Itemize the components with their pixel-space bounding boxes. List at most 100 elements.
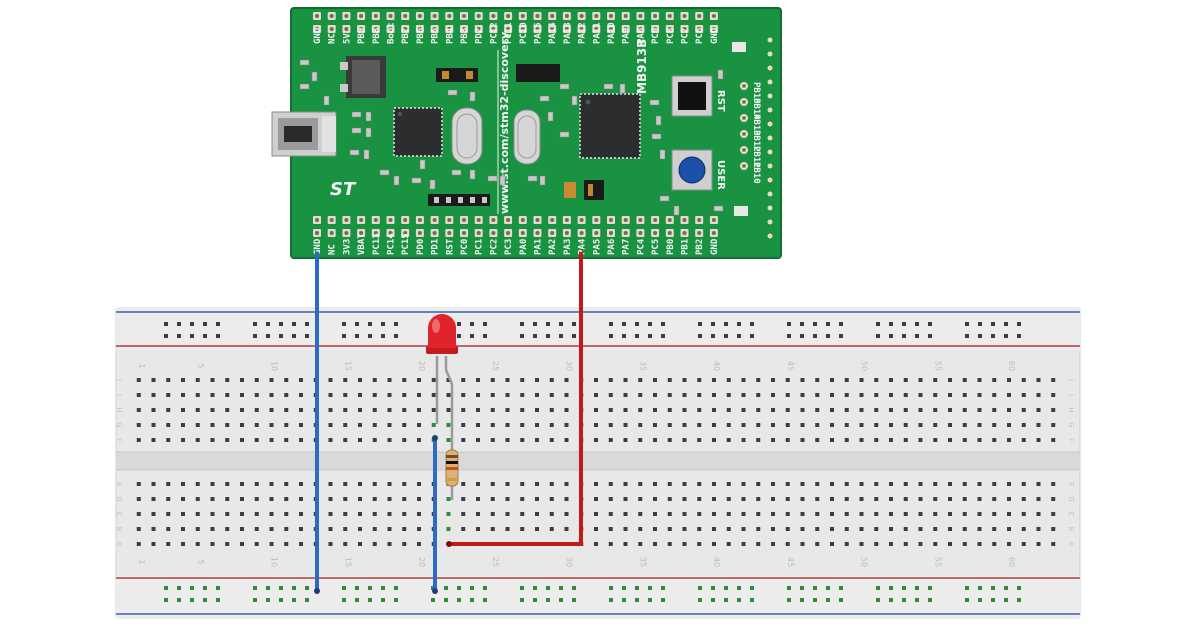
top-pin-label: PC8 xyxy=(666,28,676,44)
bottom-pin-label: GND xyxy=(710,238,720,255)
signal-wire xyxy=(449,252,583,546)
bottom-pin-label: PB2 xyxy=(695,239,705,255)
column-number: 30 xyxy=(565,361,574,371)
bottom-pin-label: PC4 xyxy=(636,238,646,255)
column-number: 20 xyxy=(417,361,426,371)
bottom-pin-label: PC0 xyxy=(460,239,470,255)
bottom-pin-label: PA0 xyxy=(519,239,529,255)
right-pin-label: PB10 xyxy=(751,162,761,184)
row-letter: D xyxy=(115,496,123,501)
board-led-top xyxy=(732,42,746,52)
reset-button[interactable] xyxy=(671,75,713,117)
row-letter: I xyxy=(1067,394,1075,396)
row-letter: F xyxy=(1067,438,1075,442)
top-pin-label: PA9 xyxy=(622,28,632,44)
bottom-pin-label: PD0 xyxy=(416,239,426,255)
top-pin-label: PC6 xyxy=(695,28,705,44)
top-pin-label: PA14 xyxy=(548,22,558,44)
right-pin-label: PB13 xyxy=(751,114,761,136)
bottom-pin-label: RST xyxy=(445,238,455,255)
top-pin-label: PA15 xyxy=(534,22,544,44)
row-letter: H xyxy=(1067,407,1075,412)
column-number: 60 xyxy=(1007,361,1016,371)
voltage-regulator xyxy=(340,56,386,98)
column-number: 60 xyxy=(1007,557,1016,567)
top-power-rail xyxy=(116,308,1080,350)
column-number: 30 xyxy=(565,557,574,567)
main-mcu-chip xyxy=(579,93,641,159)
top-pin-label: GND xyxy=(710,27,720,44)
column-number: 45 xyxy=(786,361,795,371)
part-number: MB913B xyxy=(635,39,649,94)
column-number: 15 xyxy=(343,361,352,371)
bottom-header-pins xyxy=(313,216,718,237)
usb-connector xyxy=(271,111,337,157)
bottom-pin-label: PC2 xyxy=(489,239,499,255)
wires xyxy=(314,252,583,594)
st-logo: ST xyxy=(330,179,357,200)
bottom-pin-label: PC15 xyxy=(401,233,411,255)
top-pin-label: PC10 xyxy=(519,22,529,44)
top-pin-label: PA12 xyxy=(578,22,588,44)
url-text: www.st.com/stm32-discovery xyxy=(498,32,511,214)
column-number: 25 xyxy=(491,557,500,567)
right-pin-label: PB14 xyxy=(751,98,761,120)
row-letter: E xyxy=(1067,482,1075,486)
idd-jumper xyxy=(564,180,604,200)
row-letter: H xyxy=(115,407,123,412)
row-letter: C xyxy=(115,512,123,517)
row-letter: G xyxy=(115,422,123,427)
user-label: USER xyxy=(715,160,726,190)
bottom-pin-label: 3V3 xyxy=(342,239,352,255)
top-pin-label: PB4 xyxy=(445,27,455,44)
column-number: 25 xyxy=(491,361,500,371)
bottom-pin-label: PA7 xyxy=(622,239,632,255)
column-number: 50 xyxy=(860,361,869,371)
top-pin-label: PA13 xyxy=(563,22,573,44)
top-pin-label: PB9 xyxy=(357,28,367,44)
top-header-pins xyxy=(313,12,718,33)
right-pin-label: PB12 xyxy=(751,130,761,152)
column-number: 5 xyxy=(196,363,205,368)
column-number: 45 xyxy=(786,557,795,567)
column-number: 35 xyxy=(638,557,647,567)
bottom-pin-label: PC14 xyxy=(387,233,397,255)
stlink-chip xyxy=(393,107,443,157)
column-number: 5 xyxy=(196,559,205,564)
bottom-pin-label: VBAT xyxy=(357,233,367,255)
bottom-pin-label: PA2 xyxy=(548,239,558,255)
bottom-pin-label: PA5 xyxy=(592,239,602,255)
top-pin-label: Boot xyxy=(387,22,397,44)
bottom-pin-label: GND xyxy=(313,238,323,255)
breadboard-holes xyxy=(136,322,1056,602)
top-pin-label: PD2 xyxy=(475,28,485,44)
column-number: 55 xyxy=(933,557,942,567)
column-number: 10 xyxy=(270,557,279,567)
column-number: 35 xyxy=(638,361,647,371)
row-letter: J xyxy=(115,378,123,381)
column-number: 40 xyxy=(712,361,721,371)
row-letter: G xyxy=(1067,422,1075,427)
row-letter: D xyxy=(1067,496,1075,501)
bottom-pin-label: NC xyxy=(328,244,338,255)
reset-label: RST xyxy=(715,90,726,112)
bottom-pin-label: PC1 xyxy=(475,239,485,255)
user-button[interactable] xyxy=(671,149,713,191)
row-letter: J xyxy=(1067,378,1075,381)
top-pin-label: PB3 xyxy=(460,28,470,44)
bottom-pin-label: PA3 xyxy=(563,239,573,255)
resistor xyxy=(445,424,459,500)
top-pin-label: PA10 xyxy=(607,22,617,44)
row-letter: E xyxy=(115,482,123,486)
column-number: 55 xyxy=(933,361,942,371)
row-letter: F xyxy=(115,438,123,442)
bottom-pin-label: PB1 xyxy=(681,239,691,255)
top-pin-label: 5V xyxy=(342,33,352,44)
column-number: 50 xyxy=(860,557,869,567)
right-pin-label: PB15 xyxy=(751,82,761,104)
top-pin-label: PB6 xyxy=(416,28,426,44)
